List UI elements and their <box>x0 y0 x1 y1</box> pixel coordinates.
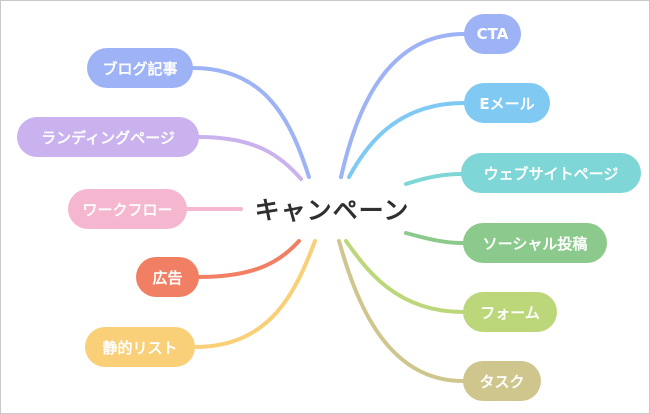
node-label: 静的リスト <box>102 338 178 357</box>
node-label: ウェブサイトページ <box>483 164 619 183</box>
connector-static-list <box>193 239 317 349</box>
connector-landing <box>197 135 303 181</box>
node-label: フォーム <box>480 303 540 322</box>
node-form[interactable]: フォーム <box>463 292 557 332</box>
node-label: ランディングページ <box>41 128 175 147</box>
node-task[interactable]: タスク <box>463 361 541 401</box>
node-blog-post[interactable]: ブログ記事 <box>87 48 193 88</box>
node-workflow[interactable]: ワークフロー <box>68 189 187 229</box>
node-email[interactable]: Eメール <box>464 83 550 123</box>
node-label: ブログ記事 <box>102 59 178 78</box>
node-label: タスク <box>479 372 525 391</box>
node-website-page[interactable]: ウェブサイトページ <box>461 153 641 193</box>
node-social-post[interactable]: ソーシャル投稿 <box>463 223 607 263</box>
node-label: 広告 <box>152 268 183 287</box>
connector-blog <box>191 66 311 179</box>
connector-form <box>344 239 465 314</box>
node-landing-page[interactable]: ランディングページ <box>17 117 199 157</box>
node-cta[interactable]: CTA <box>464 14 521 54</box>
connector-social <box>404 231 465 245</box>
node-label: ワークフロー <box>82 200 173 219</box>
node-label: ソーシャル投稿 <box>482 234 588 253</box>
node-label: Eメール <box>479 94 535 113</box>
connector-ad <box>197 239 301 279</box>
connector-task <box>337 239 465 383</box>
connector-cta <box>339 32 466 179</box>
connector-email <box>347 101 466 179</box>
node-label: CTA <box>476 25 509 43</box>
center-topic: キャンペーン <box>254 196 410 225</box>
connector-website <box>404 172 463 186</box>
node-ad[interactable]: 広告 <box>136 257 199 297</box>
node-static-list[interactable]: 静的リスト <box>85 327 195 367</box>
